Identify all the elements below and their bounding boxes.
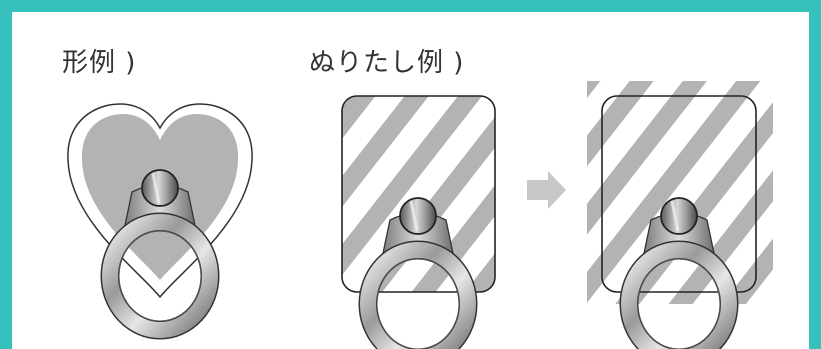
- bleed-striped-area: [587, 81, 773, 304]
- heart-shape-example: [67, 103, 253, 330]
- fill-example-before: [341, 95, 496, 349]
- arrow-right-icon: [527, 171, 566, 209]
- card-outline: [601, 95, 757, 293]
- shape-example-caption: 形例 ): [62, 48, 137, 78]
- card-striped: [342, 96, 495, 292]
- fill-example-caption: ぬりたし例 ): [309, 48, 465, 78]
- card-outline: [341, 95, 496, 293]
- fill-example-after: [587, 81, 773, 349]
